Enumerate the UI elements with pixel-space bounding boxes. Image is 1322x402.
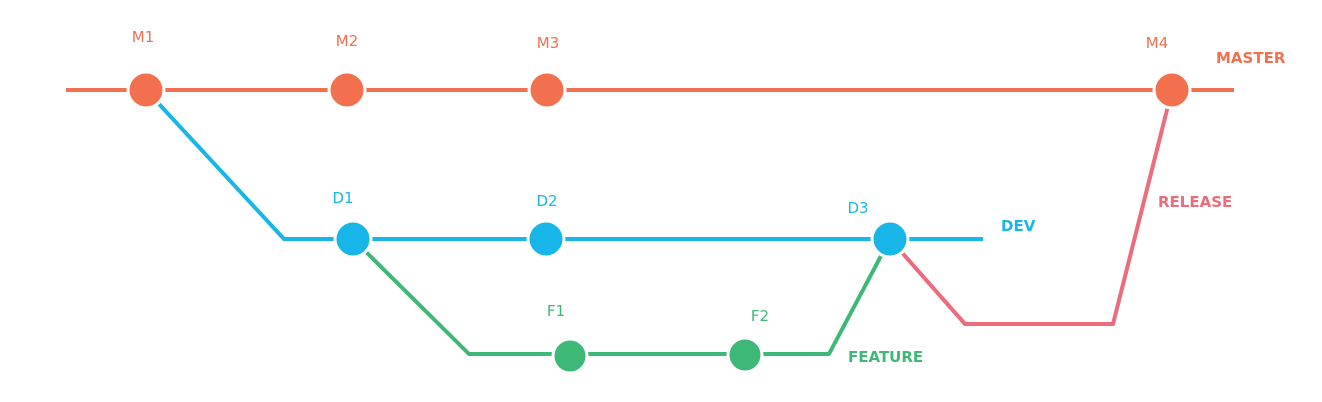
dev-branch-line <box>144 88 983 241</box>
commit-label-d1: D1 <box>332 189 353 207</box>
commit-label-d2: D2 <box>536 192 557 210</box>
commit-f2 <box>726 336 764 374</box>
commit-m3 <box>527 70 567 110</box>
commit-label-m1: M1 <box>132 28 155 46</box>
commit-label-m3: M3 <box>537 34 560 52</box>
commit-label-f1: F1 <box>547 302 565 320</box>
commit-m2 <box>327 70 367 110</box>
commit-label-m4: M4 <box>1146 34 1169 52</box>
commit-label-f2: F2 <box>751 307 769 325</box>
commit-d2 <box>526 219 566 259</box>
branch-label-release: RELEASE <box>1158 193 1232 211</box>
branch-label-master: MASTER <box>1216 49 1286 67</box>
commit-m1 <box>126 70 166 110</box>
commit-label-m2: M2 <box>336 32 359 50</box>
branch-label-feature: FEATURE <box>848 348 923 366</box>
commit-label-d3: D3 <box>847 199 868 217</box>
commit-d1 <box>333 219 373 259</box>
commit-d3 <box>870 219 910 259</box>
commit-m4 <box>1152 70 1192 110</box>
branch-label-dev: DEV <box>1001 217 1036 235</box>
commit-f1 <box>551 337 589 375</box>
feature-branch-line <box>351 237 892 356</box>
release-branch-line <box>888 89 1174 326</box>
